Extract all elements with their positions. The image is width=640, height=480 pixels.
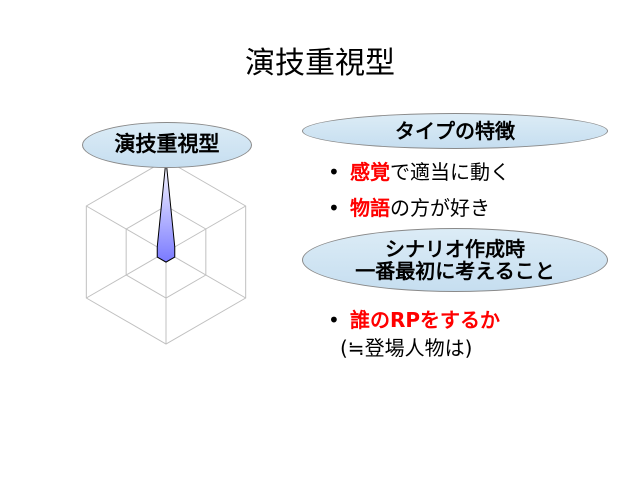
scenario-header-line1: シナリオ作成時 — [385, 237, 525, 261]
slide-title: 演技重視型 — [245, 46, 395, 81]
scenario-header-ellipse: シナリオ作成時 一番最初に考えること — [302, 228, 608, 292]
radar-axis — [165, 251, 246, 299]
scenario-point-note: (≒登場人物は) — [340, 336, 473, 360]
scenario-point: • 誰のRPをするか (≒登場人物は) — [328, 306, 500, 362]
radar-axis — [165, 205, 246, 253]
features-header-ellipse: タイプの特徴 — [302, 113, 608, 149]
scenario-point-highlight: 誰のRPをするか — [350, 308, 501, 332]
radar-axis — [86, 205, 167, 253]
bullet-icon: • — [328, 196, 340, 220]
features-header: タイプの特徴 — [395, 119, 515, 143]
feature-highlight: 物語 — [350, 196, 390, 220]
feature-item: • 感覚で適当に動く — [328, 156, 510, 185]
radar-label: 演技重視型 — [114, 132, 220, 157]
feature-item: • 物語の方が好き — [328, 192, 490, 221]
bullet-icon: • — [328, 308, 340, 332]
bullet-icon: • — [328, 160, 340, 184]
feature-text: の方が好き — [390, 196, 490, 220]
radar-data-series — [156, 159, 176, 263]
feature-highlight: 感覚 — [350, 160, 390, 184]
radar-label-ellipse: 演技重視型 — [82, 122, 252, 168]
scenario-header-line2: 一番最初に考えること — [355, 259, 555, 283]
feature-text: で適当に動く — [390, 160, 510, 184]
radar-axis — [86, 251, 167, 299]
